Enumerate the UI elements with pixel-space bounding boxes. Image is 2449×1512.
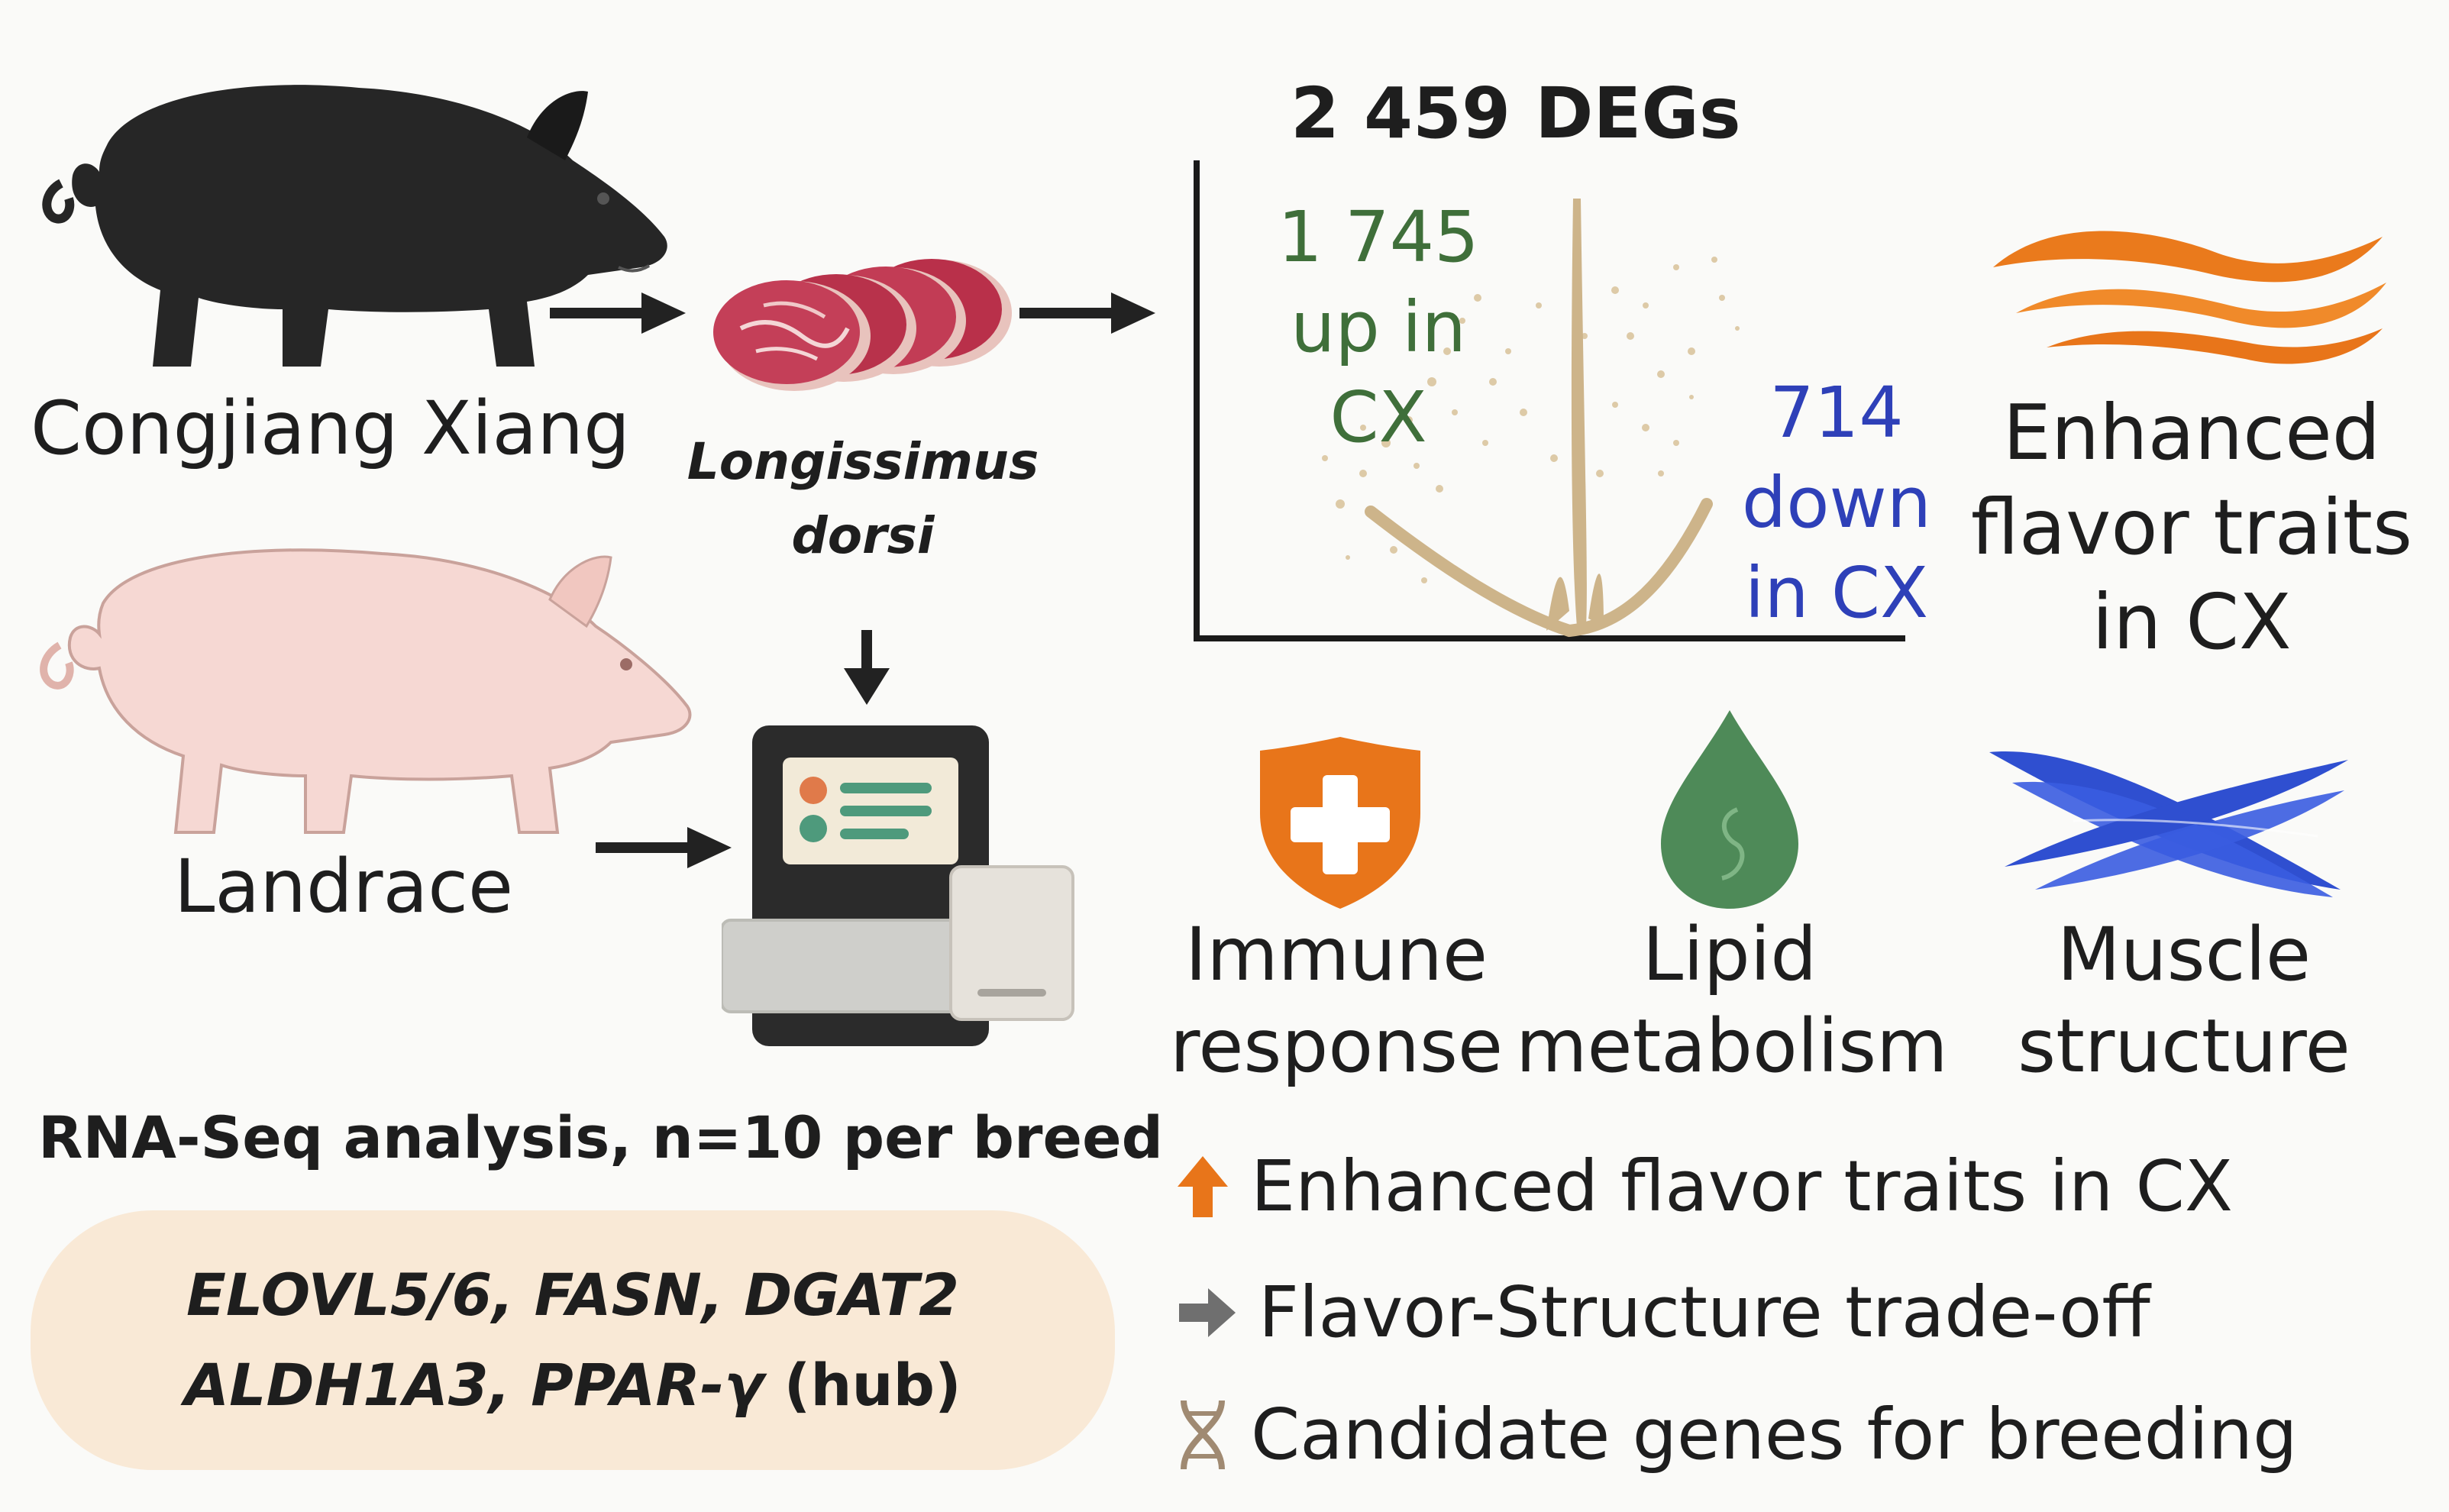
up-text: up in xyxy=(1291,286,1466,368)
up-arrow-icon xyxy=(1178,1155,1228,1217)
down-text: down xyxy=(1741,462,1932,544)
flavor-line1: Enhanced xyxy=(2002,388,2381,477)
lipid-line2: metabolism xyxy=(1516,1003,1948,1089)
rnaseq-method-label: RNA-Seq analysis, n=10 per breed xyxy=(38,1103,1164,1171)
finding-row-flavor: Enhanced flavor traits in CX xyxy=(1176,1145,2233,1227)
down-count: 714 xyxy=(1769,372,1904,454)
muscle-line2: structure xyxy=(2018,1003,2350,1089)
genes-line2: ALDH1A3, PPAR-γ (hub) xyxy=(31,1340,1115,1430)
arrow-cx-to-tissue xyxy=(550,292,686,334)
cx-breed-label: Congjiang Xiang xyxy=(31,386,631,471)
lipid-metabolism-label: Lipid metabolism xyxy=(1516,909,1948,1092)
flavor-waves-icon xyxy=(1993,231,2386,364)
finding-flavor-text: Enhanced flavor traits in CX xyxy=(1251,1145,2233,1227)
meat-slices-icon xyxy=(713,259,1012,391)
black-pig-icon xyxy=(42,85,667,367)
arrow-tissue-to-sequencer xyxy=(844,630,890,705)
muscle-structure-label: Muscle structure xyxy=(1970,909,2398,1092)
lipid-droplet-icon xyxy=(1661,710,1798,909)
immune-line2: response xyxy=(1169,1003,1504,1089)
volcano-spike xyxy=(1571,199,1587,626)
immune-line1: Immune xyxy=(1184,912,1488,997)
volcano-points xyxy=(1322,257,1740,583)
down-regulated-label: 714 down in CX xyxy=(1711,368,1963,638)
shield-cross-icon xyxy=(1260,737,1420,909)
muscle-line1: Muscle xyxy=(2056,912,2312,997)
landrace-breed-label: Landrace xyxy=(173,844,514,929)
arrow-tissue-to-volcano xyxy=(1019,292,1155,334)
finding-genes-text: Candidate genes for breeding xyxy=(1251,1394,2298,1475)
immune-response-label: Immune response xyxy=(1130,909,1543,1092)
sequencer-machine-icon xyxy=(722,725,1074,1046)
volcano-curve xyxy=(1365,498,1713,638)
up-regulated-label: 1 745 up in CX xyxy=(1252,192,1504,463)
pink-pig-icon xyxy=(40,548,692,834)
genes-line1: ELOVL5/6, FASN, DGAT2 xyxy=(186,1261,959,1329)
candidate-genes-box: ELOVL5/6, FASN, DGAT2 ALDH1A3, PPAR-γ (h… xyxy=(31,1210,1115,1470)
down-group: in CX xyxy=(1744,552,1929,634)
up-count: 1 745 xyxy=(1278,196,1479,278)
deg-count-title: 2 459 DEGs xyxy=(1291,73,1741,154)
genes-line2-genes: ALDH1A3, PPAR-γ xyxy=(184,1351,764,1419)
flavor-traits-label: Enhanced flavor traits in CX xyxy=(1955,386,2428,670)
lipid-line1: Lipid xyxy=(1642,912,1817,997)
finding-row-tradeoff: Flavor-Structure trade-off xyxy=(1176,1271,2150,1353)
tissue-label-line1: Longissimus xyxy=(687,432,1039,491)
flavor-line3: in CX xyxy=(2092,577,2292,667)
up-group: CX xyxy=(1330,376,1427,458)
muscle-fibers-icon xyxy=(1989,751,2348,897)
finding-tradeoff-text: Flavor-Structure trade-off xyxy=(1258,1271,2150,1353)
dna-icon xyxy=(1181,1400,1225,1469)
finding-row-genes: Candidate genes for breeding xyxy=(1176,1394,2297,1475)
flavor-line2: flavor traits xyxy=(1970,483,2413,572)
right-arrow-icon xyxy=(1179,1287,1236,1337)
hub-note: (hub) xyxy=(764,1351,961,1419)
volcano-plot xyxy=(1194,160,1905,641)
tissue-label-line2: dorsi xyxy=(791,506,935,565)
arrow-landrace-to-sequencer xyxy=(596,827,732,868)
